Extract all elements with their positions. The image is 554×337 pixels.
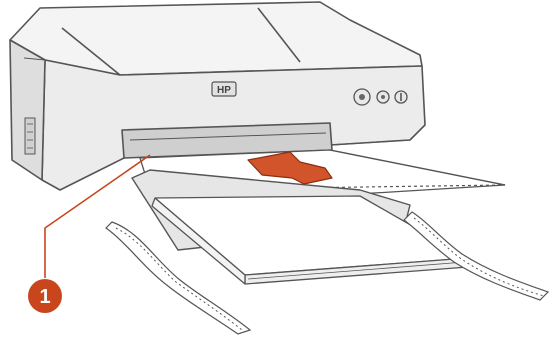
side-vent [25,118,35,154]
printer-top-cover [10,2,422,75]
callout-badge: 1 [28,279,62,313]
power-button-icon[interactable] [354,89,370,105]
printer-left-side [10,40,45,180]
resume-button-icon[interactable] [377,91,389,103]
hp-logo-icon: HP [212,82,236,96]
hp-logo-text: HP [217,85,231,96]
control-panel [354,89,407,105]
cancel-button-icon[interactable] [395,91,407,103]
paper-stack [152,196,468,284]
callout-number: 1 [39,286,50,308]
